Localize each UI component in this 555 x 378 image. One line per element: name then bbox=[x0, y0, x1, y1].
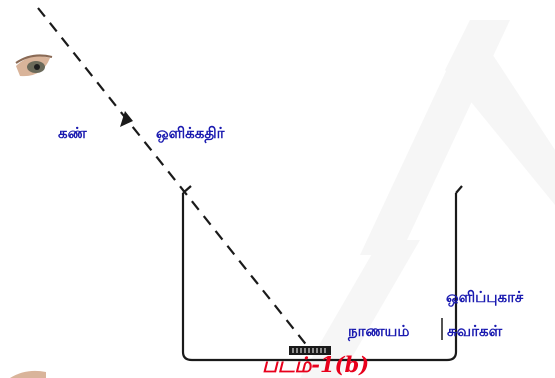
opaque-walls-label-line2: சுவர்கள் bbox=[447, 322, 503, 340]
light-ray-label: ஒளிக்கதிர் bbox=[156, 124, 226, 143]
eye-icon-partial bbox=[10, 371, 46, 378]
eye-label: கண் bbox=[58, 124, 88, 142]
light-ray bbox=[38, 8, 312, 352]
figure-caption: படம்-1(b) bbox=[262, 352, 369, 377]
opaque-walls-label-line1: ஒளிப்புகாச் bbox=[446, 288, 524, 306]
eye-icon bbox=[16, 55, 52, 76]
watermark bbox=[300, 20, 555, 378]
coin-label: நாணயம் bbox=[347, 322, 409, 341]
